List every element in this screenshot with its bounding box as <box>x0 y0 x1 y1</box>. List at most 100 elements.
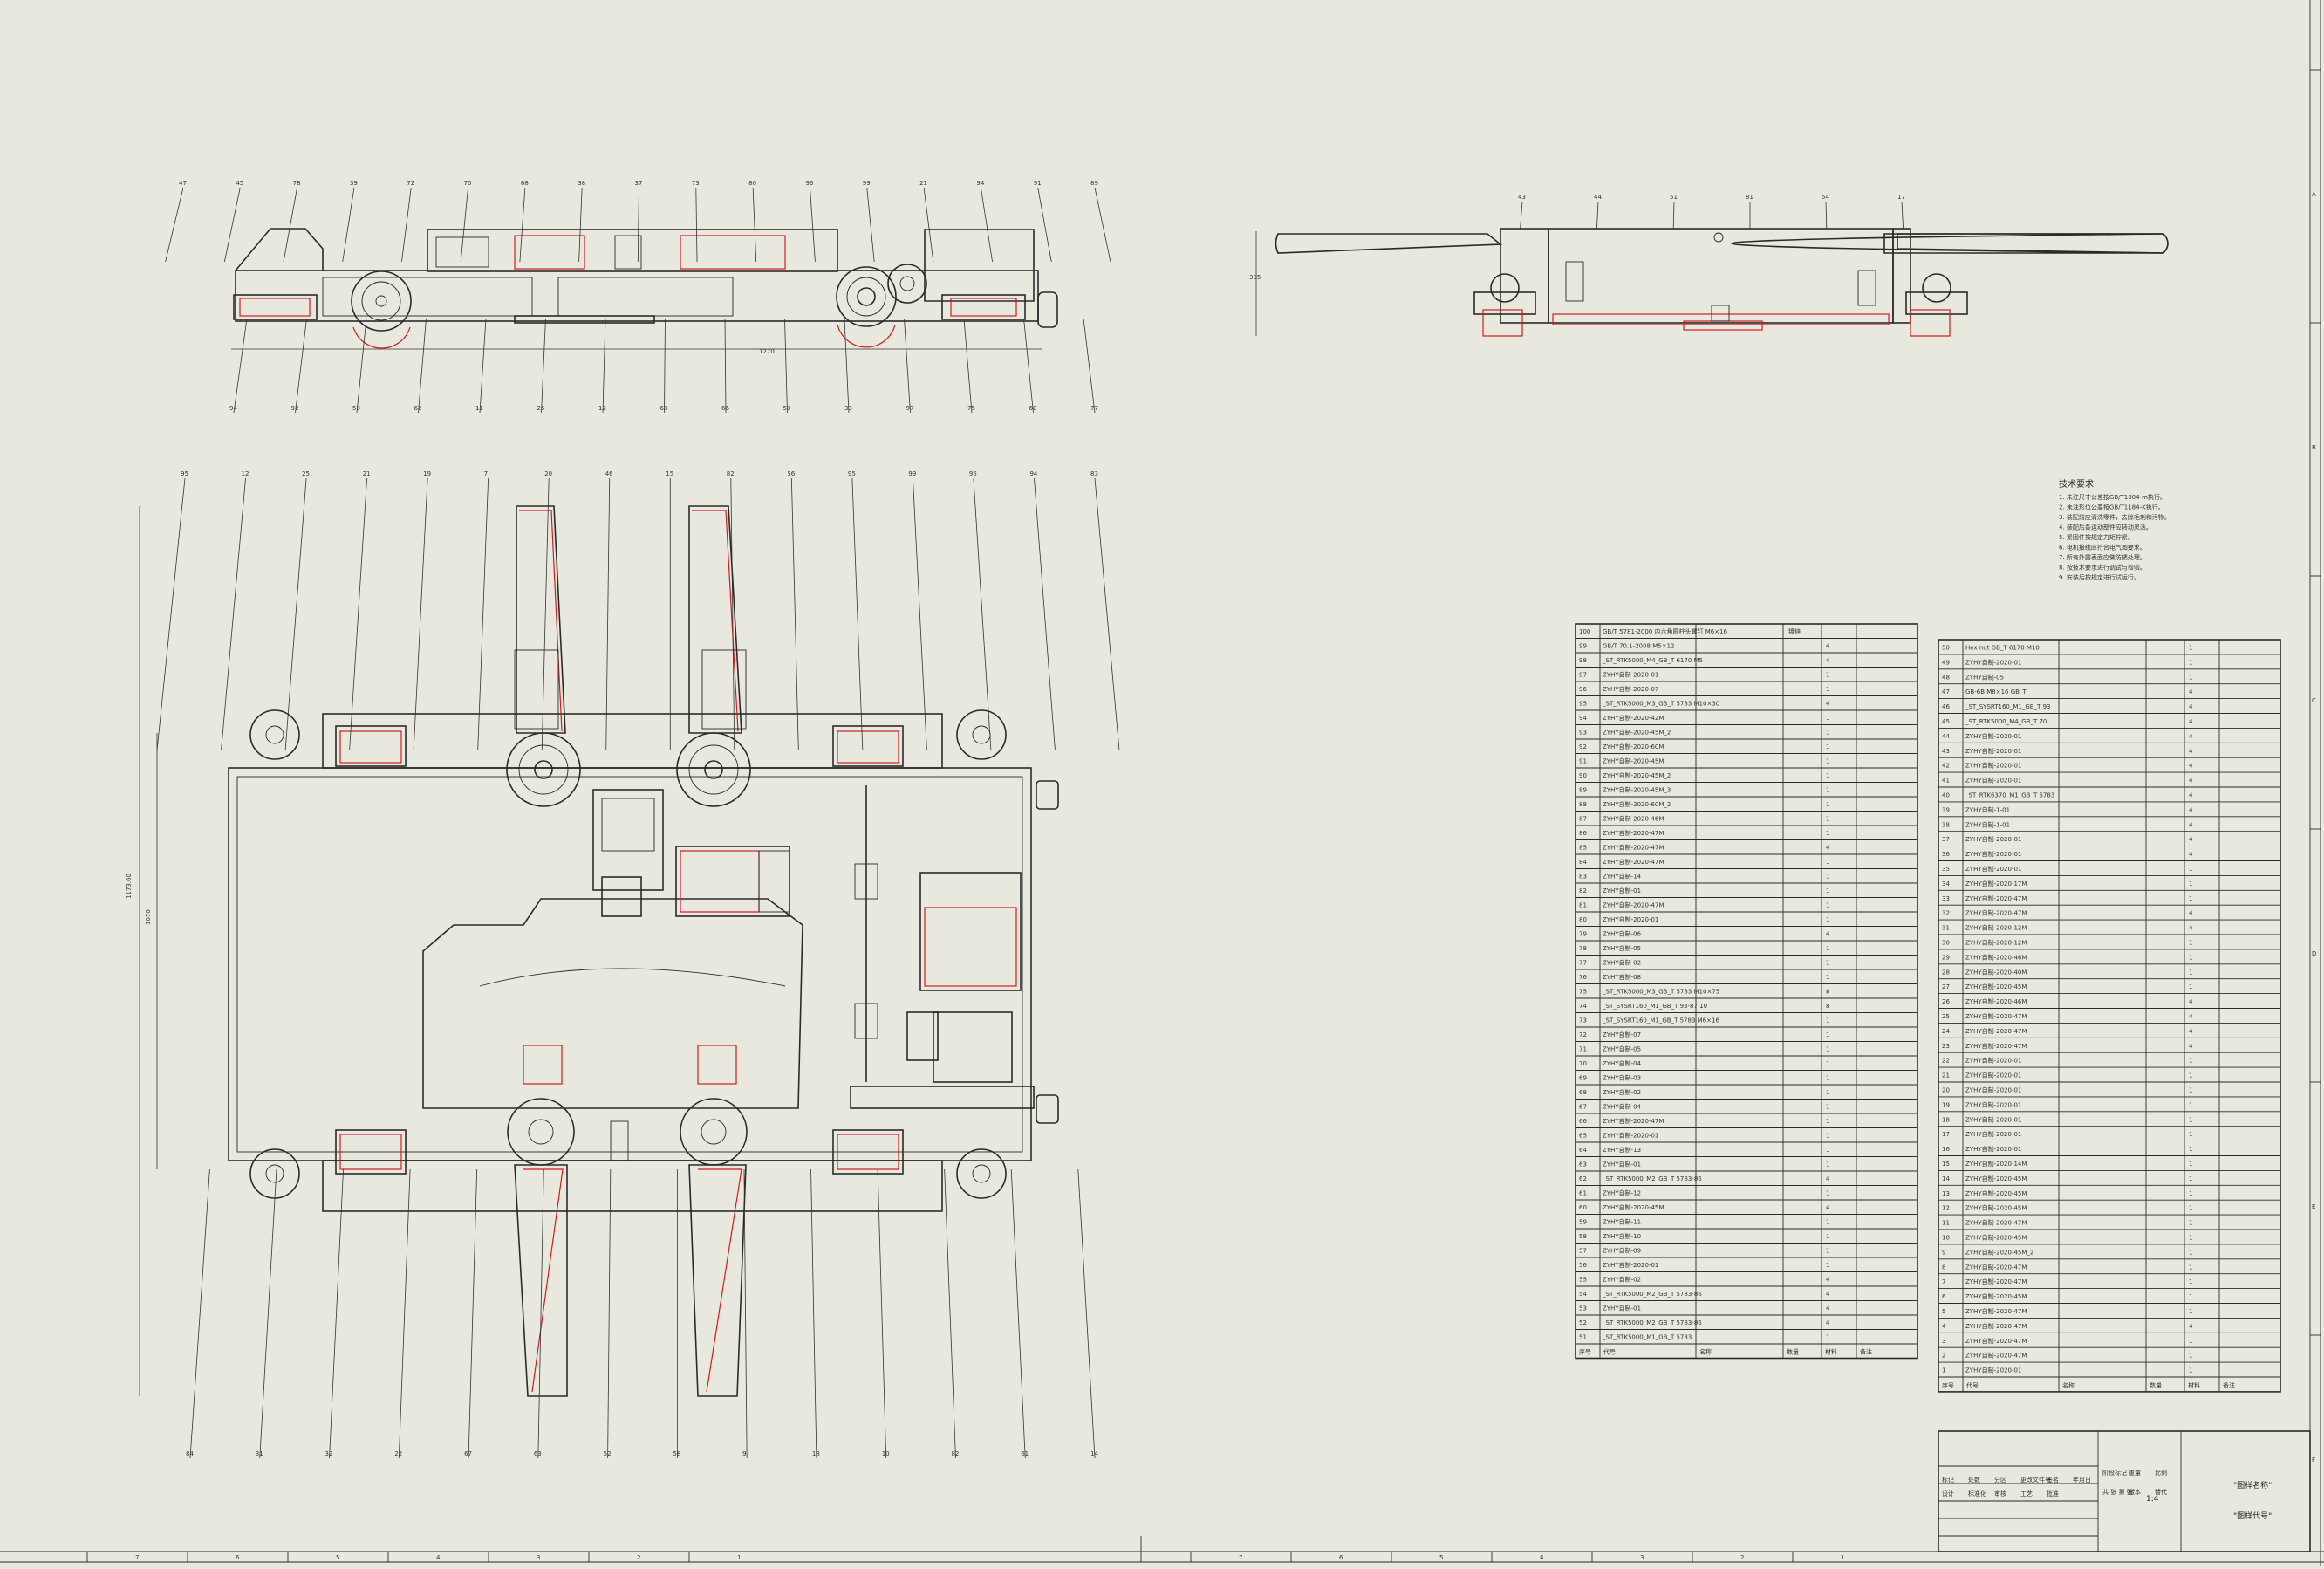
bom-row-qty: 4 <box>2189 851 2193 858</box>
title-block-label: 重量 <box>2129 1470 2141 1477</box>
bom-header-cell: 备注 <box>2223 1381 2235 1389</box>
balloon-number: 77 <box>1090 405 1098 412</box>
balloon-number: 25 <box>537 405 545 412</box>
bom-row-code: ZYHY自制-2020-45M_2 <box>1603 729 1671 737</box>
bom-row-qty: 4 <box>2189 806 2193 813</box>
bom-row-number: 49 <box>1942 659 1950 666</box>
bom-row-code: ZYHY自制-2020-01 <box>1965 747 2021 755</box>
bom-row-number: 18 <box>1942 1116 1950 1123</box>
bom-row-number: 45 <box>1942 718 1950 725</box>
zone-label: 6 <box>1339 1554 1343 1561</box>
balloon-number: 92 <box>291 405 299 412</box>
balloon-number: 63 <box>534 1450 542 1457</box>
bom-row-code: ZYHY自制-12 <box>1603 1189 1641 1197</box>
leader-line <box>1901 201 1904 230</box>
bom-row-qty: 4 <box>1826 1319 1830 1326</box>
bom-row-number: 7 <box>1942 1278 1945 1285</box>
bom-row-code: ZYHY自制-07 <box>1603 1031 1641 1038</box>
leader-line <box>607 1168 612 1459</box>
bom-row-number: 15 <box>1942 1161 1950 1168</box>
leader-line <box>605 477 611 751</box>
bom-row-code: ZYHY自制-2020-60M <box>1603 743 1664 750</box>
bom-row-number: 32 <box>1942 910 1950 917</box>
zone-label: 3 <box>1640 1554 1644 1561</box>
bom-row-number: 90 <box>1579 772 1587 779</box>
bom-row-code: ZYHY自制-2020-14M <box>1965 1160 2027 1168</box>
note-line: 4. 装配后各运动部件应转动灵活。 <box>2059 524 2152 531</box>
bom-row-code: ZYHY自制-2020-12M <box>1965 924 2027 932</box>
title-block-labels: 标记处数分区更改文件号签名年月日设计标准化审核工艺批准阶段标记重量比例共 张 第… <box>1938 1465 2167 1537</box>
bom-row-code: ZYHY自制-2020-12M <box>1965 938 2027 946</box>
bom-row-code: ZYHY自制-2020-47M <box>1965 1012 2027 1020</box>
bom-row-number: 74 <box>1579 1003 1587 1010</box>
bom-row-code: ZYHY自制-2020-47M <box>1965 1263 2027 1271</box>
bom-row-qty: 1 <box>2189 1293 2192 1300</box>
bom-row-number: 97 <box>1579 672 1587 679</box>
bom-row-number: 48 <box>1942 674 1950 681</box>
bom-row-code: ZYHY自制-05 <box>1603 944 1641 952</box>
balloon-number: 37 <box>635 180 643 187</box>
bom-row-code: ZYHY自制-2020-47M <box>1965 1042 2027 1050</box>
leader-line <box>1520 201 1523 230</box>
zone-label: 7 <box>1239 1554 1242 1561</box>
leader-line <box>165 187 184 263</box>
bom-row-qty: 1 <box>1826 902 1829 909</box>
bom-row-number: 9 <box>1942 1249 1945 1256</box>
leader-line <box>637 187 639 263</box>
balloon-number: 99 <box>908 470 916 477</box>
bom-row-code: ZYHY自制-08 <box>1603 973 1641 981</box>
bom-row-number: 36 <box>1942 851 1950 858</box>
bom-row-qty: 8 <box>1826 989 1829 996</box>
balloon-number: 95 <box>969 470 977 477</box>
balloon-number: 96 <box>805 180 813 187</box>
leader-line <box>349 477 367 751</box>
leader-line <box>730 477 735 751</box>
bom-row-code: GB/T 70.1-2008 M5×12 <box>1603 643 1675 650</box>
zone-label: 7 <box>135 1554 139 1561</box>
leader-line <box>1825 201 1828 230</box>
leader-line <box>156 477 186 751</box>
bom-row-code: ZYHY自制-02 <box>1603 1088 1641 1096</box>
bom-row-number: 91 <box>1579 758 1587 765</box>
bom-row-qty: 1 <box>2189 1249 2192 1256</box>
bom-row-code: ZYHY自制-2020-60M_2 <box>1603 800 1671 808</box>
bom-row-number: 60 <box>1579 1204 1587 1211</box>
leader-line <box>844 318 850 414</box>
note-line: 3. 装配前应清洗零件，去除毛刺和污物。 <box>2059 513 2170 521</box>
balloon-number: 84 <box>186 1450 194 1457</box>
bom-row-qty: 1 <box>2189 1353 2192 1360</box>
balloon-number: 78 <box>293 180 301 187</box>
bom-row-code: ZYHY自制-2020-47M <box>1603 829 1664 837</box>
balloon-number: 67 <box>464 1450 472 1457</box>
balloon-number: 72 <box>407 180 414 187</box>
bom-row-code: ZYHY自制-2020-46M <box>1965 953 2027 961</box>
leader-line <box>1010 1168 1026 1459</box>
balloon-number: 63 <box>660 405 668 412</box>
title-block-label: 更改文件号 <box>2020 1476 2051 1483</box>
bom-row-number: 21 <box>1942 1072 1950 1079</box>
technical-notes: 技术要求 1. 未注尺寸公差按GB/T1804-m执行。2. 未注形位公差按GB… <box>2059 478 2170 581</box>
bom-row-number: 53 <box>1579 1305 1587 1312</box>
bom-row-code: ZYHY自制-02 <box>1603 959 1641 967</box>
bom-row-number: 56 <box>1579 1262 1587 1269</box>
bom-row-code: ZYHY自制-13 <box>1603 1146 1641 1154</box>
leader-line <box>342 187 355 263</box>
balloon-number: 15 <box>666 470 673 477</box>
zone-label: C <box>2312 697 2316 704</box>
balloon-number: 68 <box>521 180 529 187</box>
front-view <box>231 228 1058 350</box>
balloon-number: 82 <box>727 470 735 477</box>
bom-row-number: 25 <box>1942 1013 1950 1020</box>
bom-row-qty: 4 <box>1826 931 1830 938</box>
leader-line <box>401 187 412 263</box>
bom-row-number: 87 <box>1579 816 1587 823</box>
bom-row-qty: 1 <box>2189 1308 2192 1315</box>
bom-row-code: ZYHY自制-2020-47M <box>1965 1278 2027 1285</box>
bom-header-cell: 名称 <box>1699 1348 1712 1356</box>
bom-row-number: 44 <box>1942 733 1950 740</box>
bom-row-code: ZYHY自制-2020-45M_2 <box>1603 771 1671 779</box>
bom-row-qty: 1 <box>1826 874 1829 880</box>
balloon-number: 61 <box>1021 1450 1029 1457</box>
bom-row-code: _ST_RTK5000_M1_GB_T 5783 <box>1602 1334 1692 1341</box>
